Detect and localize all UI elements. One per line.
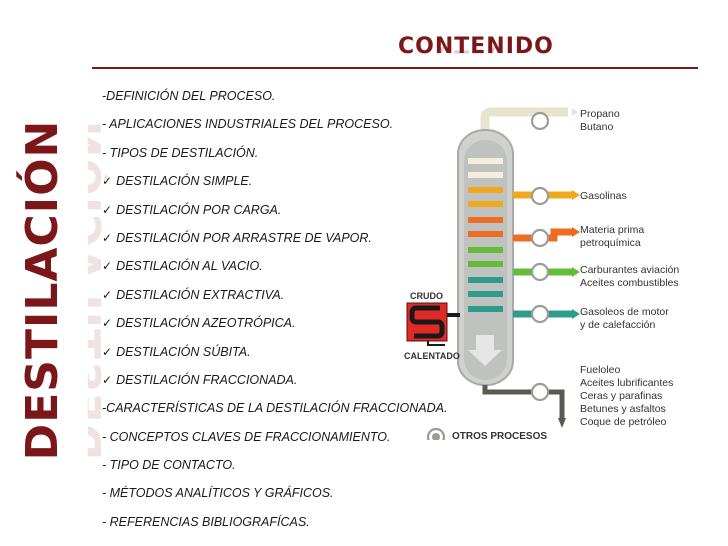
- contents-item: - MÉTODOS ANALÍTICOS Y GRÁFICOS.: [102, 479, 447, 507]
- gasoleos-arrow-icon: [572, 309, 580, 319]
- contents-item: ✓DESTILACIÓN POR ARRASTRE DE VAPOR.: [102, 224, 447, 252]
- contents-item-text: DESTILACIÓN EXTRACTIVA.: [116, 287, 285, 302]
- contents-item: ✓DESTILACIÓN SÚBITA.: [102, 338, 447, 366]
- carburantes-label-2: Aceites combustibles: [580, 277, 679, 289]
- fondo-arrow-icon: [558, 418, 566, 428]
- contents-item: ✓DESTILACIÓN AZEOTRÓPICA.: [102, 309, 447, 337]
- checkmark-icon: ✓: [102, 344, 113, 359]
- otros-procesos-label: OTROS PROCESOS: [452, 431, 548, 442]
- contents-item: - CONCEPTOS CLAVES DE FRACCIONAMIENTO.: [102, 423, 447, 451]
- contents-item: -DEFINICIÓN DEL PROCESO.: [102, 82, 447, 110]
- butano-label: Butano: [580, 121, 614, 133]
- aceites-lubrificantes-label: Aceites lubrificantes: [580, 377, 674, 389]
- down-arrow-icon: [468, 335, 502, 366]
- contents-item-text: - CONCEPTOS CLAVES DE FRACCIONAMIENTO.: [102, 429, 391, 444]
- propano-line: [480, 107, 568, 130]
- gasoleos-label-1: Gasoleos de motor: [580, 306, 669, 318]
- ceras-parafinas-label: Ceras y parafinas: [580, 390, 663, 402]
- contents-item: -CARACTERÍSTICAS DE LA DESTILACIÓN FRACC…: [102, 394, 447, 422]
- crudo-label: CRUDO: [410, 291, 443, 301]
- checkmark-icon: ✓: [102, 259, 113, 274]
- contents-item: - REFERENCIAS BIBLIOGRAFÍCAS.: [102, 508, 447, 536]
- contents-item: - APLICACIONES INDUSTRIALES DEL PROCESO.: [102, 110, 447, 138]
- contents-item-text: - TIPO DE CONTACTO.: [102, 458, 236, 473]
- contents-item-text: DESTILACIÓN POR ARRASTRE DE VAPOR.: [116, 230, 372, 245]
- contents-list: -DEFINICIÓN DEL PROCESO. - APLICACIONES I…: [102, 82, 447, 536]
- propano-label: Propano: [580, 108, 620, 120]
- calentado-label: CALENTADO: [404, 351, 460, 361]
- contents-item-text: DESTILACIÓN AL VACIO.: [116, 259, 263, 274]
- propano-arrow-icon: [572, 108, 578, 116]
- checkmark-icon: ✓: [102, 316, 113, 331]
- contents-item-text: -DEFINICIÓN DEL PROCESO.: [102, 89, 276, 103]
- heater-outline: [427, 341, 445, 346]
- betunes-asfaltos-label: Betunes y asfaltos: [580, 403, 666, 415]
- gasoleos-label-2: y de calefacción: [580, 319, 656, 331]
- otros-procesos-icon: [432, 433, 440, 441]
- distillation-column-diagram: CRUDO CALENTADO OTROS PROCESOS Propano B…: [400, 100, 728, 447]
- contents-item: ✓DESTILACIÓN SIMPLE.: [102, 167, 447, 195]
- side-title: DESTILACIÓN: [17, 119, 68, 461]
- checkmark-icon: ✓: [102, 287, 113, 302]
- diagram-svg: [406, 107, 580, 447]
- coque-petroleo-label: Coque de petróleo: [580, 416, 667, 428]
- column-inner: [464, 140, 507, 380]
- gasolinas-label: Gasolinas: [580, 190, 627, 202]
- contents-item-text: DESTILACIÓN FRACCIONADA.: [116, 372, 298, 387]
- materia-label-1: Materia prima: [580, 224, 645, 236]
- contents-item-text: - MÉTODOS ANALÍTICOS Y GRÁFICOS.: [102, 486, 334, 501]
- contents-item-text: DESTILACIÓN POR CARGA.: [116, 202, 282, 217]
- contents-item: ✓DESTILACIÓN FRACCIONADA.: [102, 366, 447, 394]
- contents-item-text: DESTILACIÓN SIMPLE.: [116, 174, 253, 189]
- carburantes-label-1: Carburantes aviación: [580, 264, 680, 276]
- fueloleo-label: Fueloleo: [580, 364, 621, 376]
- title-underline: [92, 67, 698, 69]
- fondo-line: [482, 385, 565, 418]
- checkmark-icon: ✓: [102, 230, 113, 245]
- checkmark-icon: ✓: [102, 202, 113, 217]
- heater-coil-icon: [409, 305, 445, 339]
- checkmark-icon: ✓: [102, 174, 113, 189]
- contents-item-text: - REFERENCIAS BIBLIOGRAFÍCAS.: [102, 514, 310, 529]
- materia-arrow-icon: [572, 227, 580, 237]
- gasolinas-arrow-icon: [572, 190, 580, 200]
- column-trays: [468, 158, 503, 312]
- contents-item: ✓DESTILACIÓN AL VACIO.: [102, 252, 447, 280]
- contents-item: - TIPO DE CONTACTO.: [102, 451, 447, 479]
- slide-title-reflection: CONTENIDO: [398, 47, 554, 56]
- contents-item-text: DESTILACIÓN AZEOTRÓPICA.: [116, 316, 296, 331]
- contents-item: ✓DESTILACIÓN EXTRACTIVA.: [102, 281, 447, 309]
- contents-item: - TIPOS DE DESTILACIÓN.: [102, 139, 447, 167]
- carburantes-arrow-icon: [572, 267, 580, 277]
- materia-label-2: petroquímica: [580, 237, 641, 249]
- contents-item-text: - APLICACIONES INDUSTRIALES DEL PROCESO.: [102, 117, 394, 132]
- contents-item-text: - TIPOS DE DESTILACIÓN.: [102, 145, 259, 160]
- slide-title: CONTENIDO: [398, 34, 554, 59]
- contents-item-text: -CARACTERÍSTICAS DE LA DESTILACIÓN FRACC…: [102, 401, 448, 416]
- contents-item: ✓DESTILACIÓN POR CARGA.: [102, 196, 447, 224]
- contents-item-text: DESTILACIÓN SÚBITA.: [116, 344, 251, 359]
- checkmark-icon: ✓: [102, 372, 113, 387]
